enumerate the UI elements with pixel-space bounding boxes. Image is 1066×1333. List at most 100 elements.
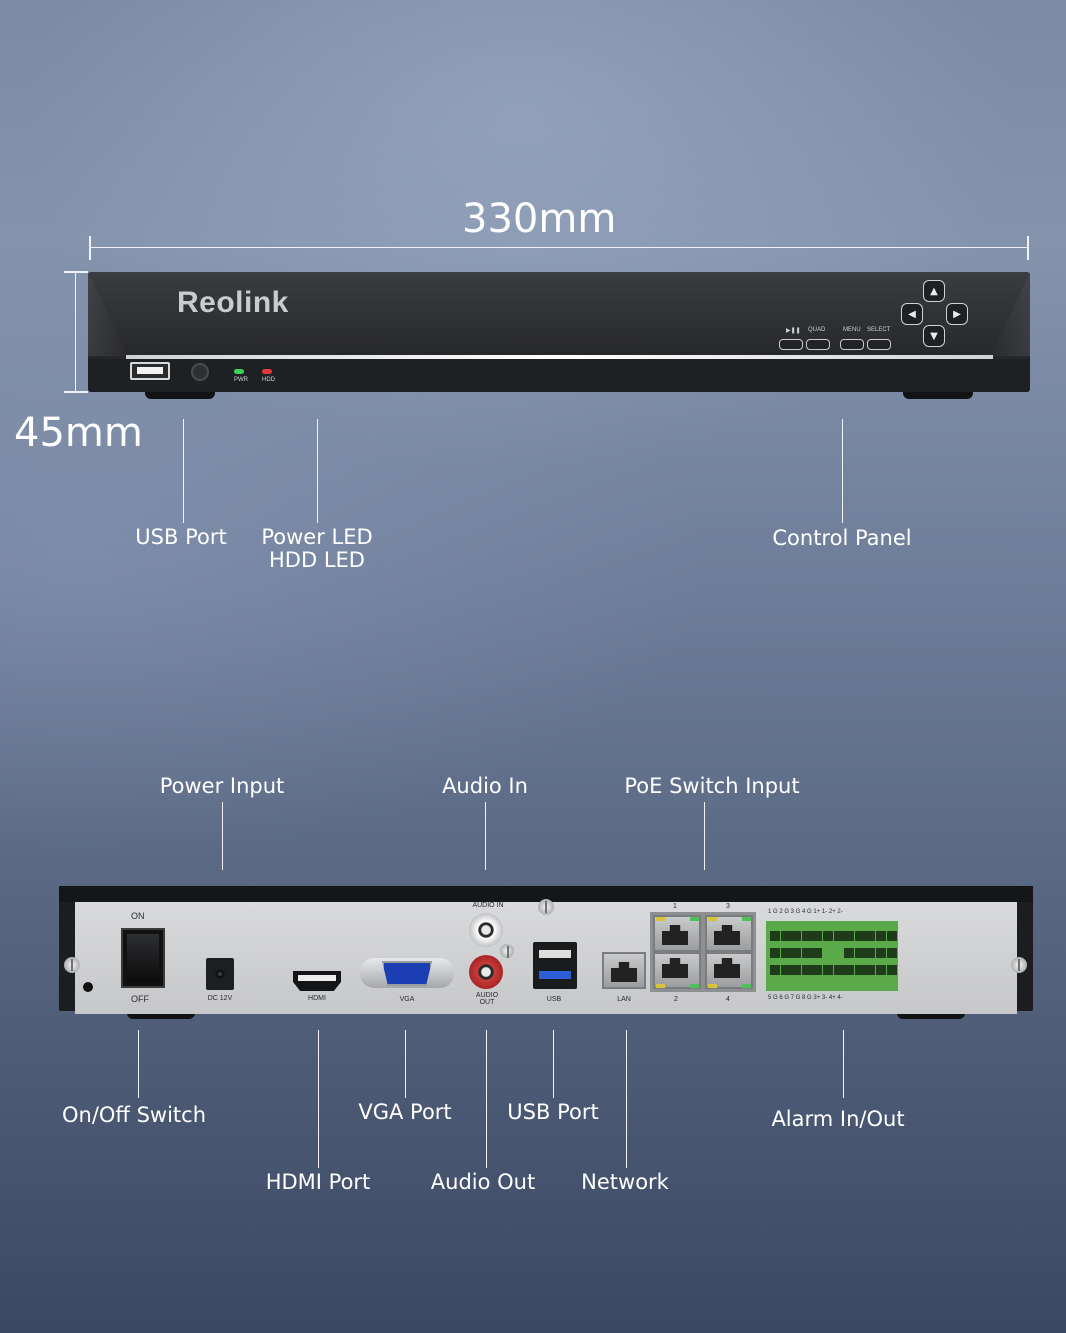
front-foot-right [903,391,973,399]
power-led-label: PWR [234,377,248,383]
width-dimension-line [90,247,1029,248]
menu-label: MENU [843,327,861,333]
terminal-contact [844,948,855,958]
rear-usb-port [533,942,577,989]
terminal-contact [886,965,897,975]
callout-hdd-led: HDD LED [269,548,365,572]
terminal-contact [770,948,780,958]
terminal-contact [865,931,876,941]
screw-right [1011,957,1027,973]
front-usb-port [130,362,170,380]
hdmi-port [293,971,341,991]
callout-control-panel: Control Panel [772,526,912,550]
audio-screw [500,944,514,958]
terminal-contact [812,948,823,958]
terminal-contact [844,931,855,941]
callout-line-hdmi [318,1030,319,1168]
quad-label: QUAD [808,327,826,333]
terminal-contact [833,931,844,941]
poe-led-1b [690,917,699,921]
terminal-contact [801,931,812,941]
terminal-contact [770,965,780,975]
callout-power-led: Power LED [261,525,373,549]
poe-label-3: 3 [726,903,730,910]
width-dimension-tick-left [89,236,91,260]
alarm-terminal-block [766,921,898,991]
audio-out-jack [469,955,503,989]
callout-line-audio-out [486,1030,487,1168]
terminal-contact [791,931,802,941]
terminal-contact [876,931,886,941]
poe-led-4 [708,984,717,988]
arrow-left-button: ◀ [901,303,923,325]
front-foot-left [145,391,215,399]
hdd-led-label: HDD [262,377,275,383]
alarm-top-label: 1 G 2 G 3 G 4 G 1+ 1- 2+ 2- [768,909,843,915]
height-dimension-tick-top [64,271,88,273]
audio-out-label-1: AUDIO [475,992,499,999]
brand-logo: Reolink [177,286,289,319]
terminal-contact [886,948,897,958]
rear-foot-right [897,1011,965,1019]
terminal-contact [886,931,897,941]
menu-button [840,339,864,350]
callout-line-control-panel [842,419,843,523]
callout-usb-port-rear: USB Port [507,1100,599,1124]
callout-network: Network [581,1170,669,1194]
vga-port-connector [382,961,432,986]
poe-label-2: 2 [674,996,678,1003]
hdmi-port-inner [298,975,336,981]
alarm-bottom-label: 5 G 6 G 7 G 8 G 3+ 3- 4+ 4- [768,995,843,1001]
terminal-contact [876,948,886,958]
switch-on-label: ON [131,911,145,921]
terminal-contact [865,948,876,958]
arrow-down-button: ▼ [923,325,945,347]
callout-vga-port: VGA Port [358,1100,452,1124]
height-dimension-line [75,272,76,392]
switch-off-label: OFF [131,994,149,1004]
arrow-up-button: ▲ [923,280,945,302]
poe-port-2 [653,952,701,989]
width-dimension-tick-right [1027,236,1029,260]
callout-line-poe [704,802,705,870]
power-led [234,369,244,374]
quad-button [806,339,830,350]
terminal-contact [865,965,876,975]
poe-label-4: 4 [726,996,730,1003]
terminal-contact [876,965,886,975]
callout-line-on-off [138,1030,139,1098]
callout-poe-switch-input: PoE Switch Input [624,774,800,798]
front-round-button [191,363,209,381]
callout-usb-port: USB Port [135,525,227,549]
screw-left [64,957,80,973]
arrow-right-button: ▶ [946,303,968,325]
dc-label: DC 12V [207,995,233,1002]
select-label: SELECT [867,327,891,333]
terminal-contact [823,965,833,975]
terminal-contact [780,948,791,958]
callout-line-leds [317,419,318,523]
poe-led-2 [656,984,665,988]
play-pause-button [779,339,803,350]
callout-line-alarm [843,1030,844,1098]
audio-in-label: AUDIO IN [472,902,504,909]
terminal-contact [812,931,823,941]
poe-led-3 [708,917,717,921]
poe-port-3 [705,915,753,952]
terminal-contact [780,931,791,941]
callout-hdmi-port: HDMI Port [265,1170,371,1194]
screw-top [538,899,554,915]
poe-led-1 [656,917,665,921]
power-switch [121,928,165,988]
select-button [867,339,891,350]
rear-top-edge [59,886,1033,902]
front-panel-lower [88,359,1030,391]
height-dimension-label: 45mm [14,410,143,456]
terminal-contact [780,965,791,975]
callout-line-usb-rear [553,1030,554,1098]
terminal-contact [823,931,833,941]
front-light-strip [126,355,993,359]
dc-power-jack [206,958,234,990]
terminal-contact [791,948,802,958]
audio-in-jack [469,913,503,947]
